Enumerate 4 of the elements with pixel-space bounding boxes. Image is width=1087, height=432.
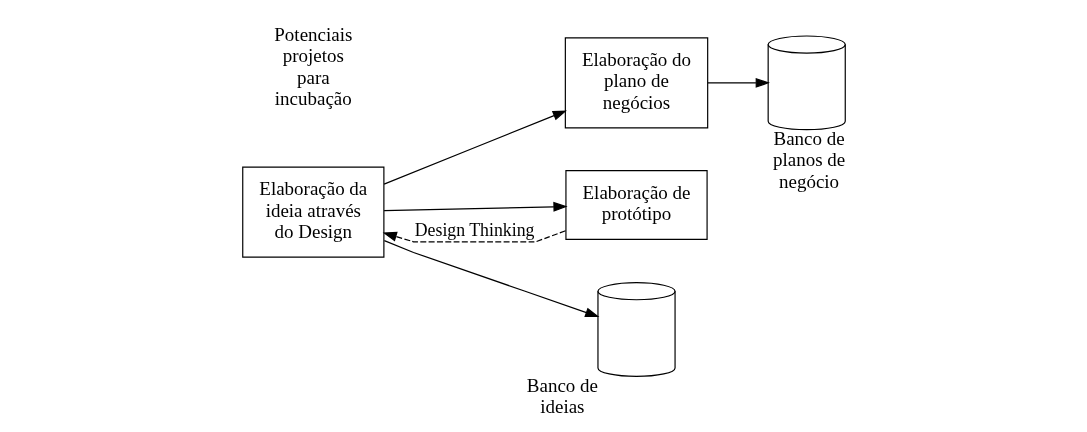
edge-label: Design Thinking	[414, 219, 534, 240]
node-label: Banco de ideias	[526, 374, 598, 417]
label: Potenciais projetos para incubação	[273, 24, 352, 110]
node-label: Banco de planos de negócio	[772, 127, 845, 192]
